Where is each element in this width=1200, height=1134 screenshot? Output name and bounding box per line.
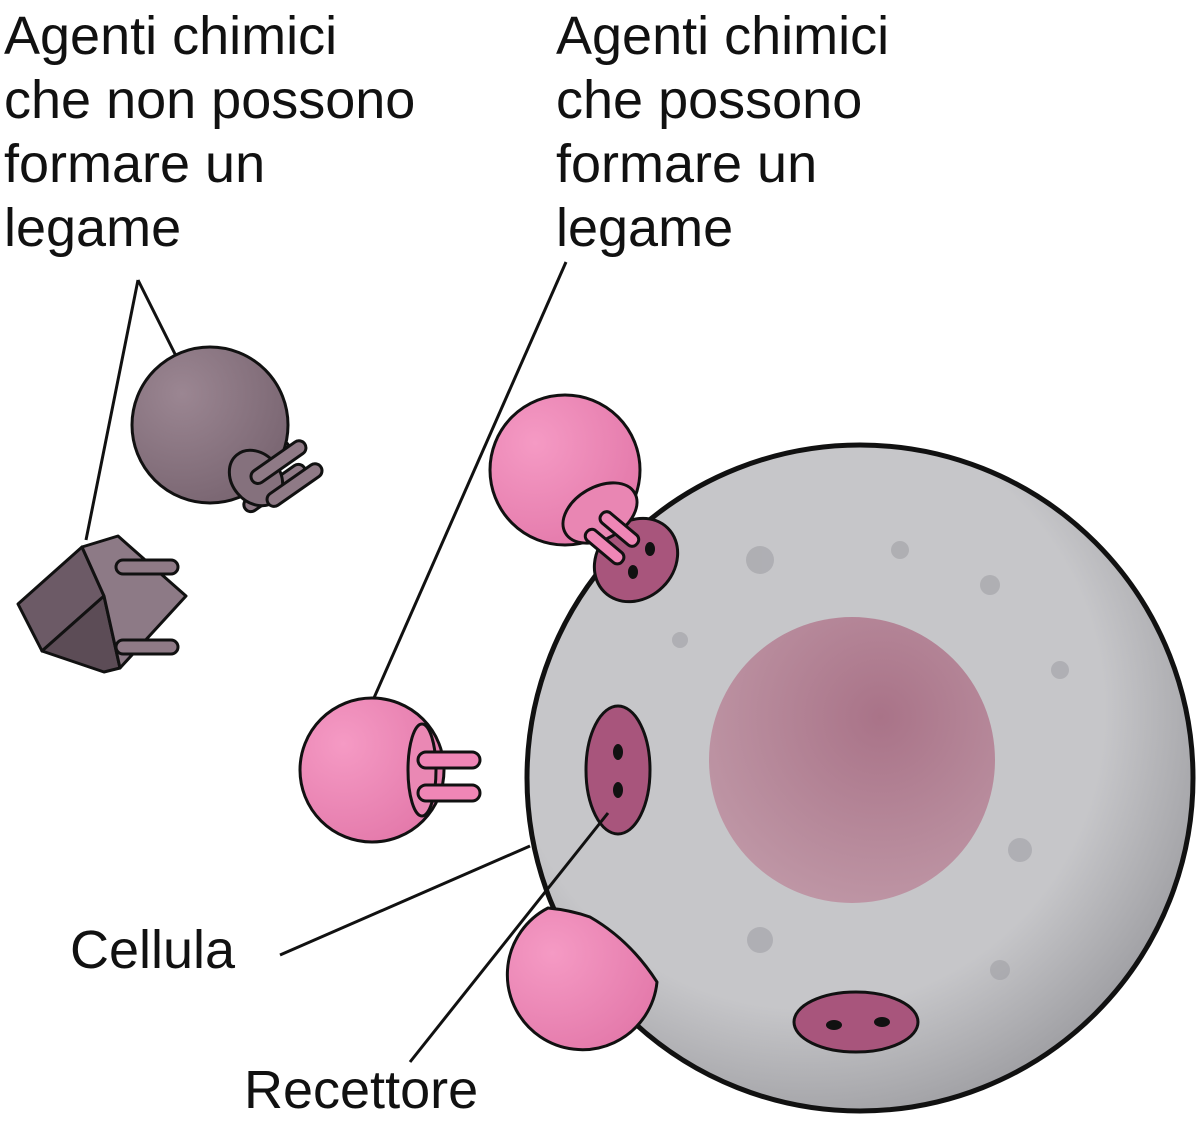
label-line: formare un bbox=[556, 134, 818, 194]
receptor-side bbox=[584, 704, 652, 836]
bound-agent-bottom bbox=[505, 906, 659, 1052]
cell-texture bbox=[672, 541, 1069, 980]
leader-line-nonbinding-sphere bbox=[136, 279, 184, 369]
label-receptor: Recettore bbox=[244, 1060, 479, 1120]
nucleus bbox=[709, 617, 995, 903]
label-line: legame bbox=[556, 198, 734, 258]
label-cell: Cellula bbox=[70, 920, 236, 980]
non-binding-sphere-agent bbox=[130, 345, 324, 514]
label-line: formare un bbox=[4, 134, 266, 194]
label-binding-agents: Agenti chimici che possono formare un le… bbox=[556, 4, 889, 260]
cell bbox=[524, 442, 1196, 1114]
non-binding-cube-agent bbox=[16, 534, 188, 674]
bound-agent-top bbox=[488, 393, 642, 566]
free-binding-agent bbox=[298, 696, 482, 844]
leader-line-binding-agent bbox=[364, 261, 568, 717]
label-line: Agenti chimici bbox=[4, 6, 338, 66]
leader-line-receptor bbox=[408, 812, 610, 1063]
label-line: che non possono bbox=[4, 70, 416, 130]
label-line: Agenti chimici bbox=[556, 6, 890, 66]
leader-line-cell bbox=[279, 844, 531, 957]
label-non-binding-agents: Agenti chimici che non possono formare u… bbox=[4, 4, 415, 260]
label-line: legame bbox=[4, 198, 182, 258]
receptor-bottom bbox=[792, 990, 920, 1054]
label-line: che possono bbox=[556, 70, 863, 130]
leader-line-nonbinding-cube bbox=[84, 279, 140, 541]
